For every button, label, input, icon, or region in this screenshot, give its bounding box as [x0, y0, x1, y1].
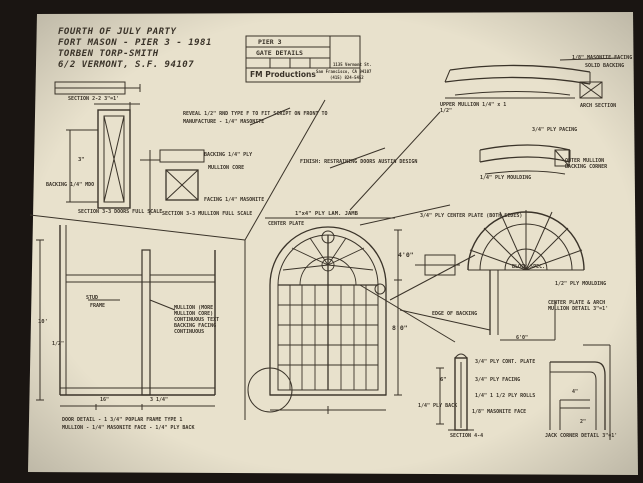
label-finish-note: FINISH: RESTRAINING DOORS AUSTIN DESIGN	[300, 159, 418, 165]
label-backing-ply: BACKING 1/4" PLY	[204, 152, 253, 158]
label-ply-facing: 3/4" PLY FACING	[475, 377, 521, 383]
label-half-ply: 1/2" PLY MOULDING	[555, 281, 607, 287]
center-plate-sunburst	[415, 210, 585, 341]
label-block-spec: BLOCK SPEC.	[512, 264, 546, 270]
label-section-mullion: SECTION 3-3 MULLION FULL SCALE	[162, 211, 253, 217]
section-4-4-detail	[436, 353, 474, 431]
label-stud: STUD	[86, 295, 99, 301]
label-dim-4: 4"	[572, 389, 579, 395]
label-backing: BACKING 1/4" MDO	[46, 182, 95, 188]
arch-section-detail	[444, 57, 621, 99]
corner-detail	[549, 344, 611, 440]
label-arch-section: ARCH SECTION	[580, 103, 617, 109]
label-mullion-core: MULLION CORE	[208, 165, 245, 171]
label-masonite-note-2: MANUFACTURE - 1/4" MASONITE	[183, 119, 265, 125]
detail-callout-circle	[247, 367, 293, 413]
mullion-section-detail	[165, 169, 199, 201]
label-door-detail-2: MULLION - 1/4" MASONITE FACE - 1/4" PLY …	[62, 425, 195, 431]
label-dim-2: 2"	[580, 419, 587, 425]
label-ply-back: 1/4" PLY BACK	[418, 403, 458, 409]
title-block-address-2: San Francisco, CA 94107	[316, 69, 372, 74]
label-dim-4-0: 4'0"	[398, 251, 414, 259]
title-block	[245, 35, 361, 83]
label-pacing: 3/4" PLY PACING	[532, 127, 578, 133]
label-section-2-2: SECTION 2-2 3"=1'	[68, 96, 120, 102]
label-masonite-note: REVEAL 1/2" RND TYPE F TO FIT SCRIPT ON …	[183, 111, 328, 117]
title-block-drawing: GATE DETAILS	[256, 49, 303, 57]
label-dim-16: 16"	[100, 397, 110, 403]
label-center-plate: CENTER PLATE	[268, 221, 305, 227]
label-edge-backing: EDGE OF BACKING	[432, 311, 478, 317]
label-mullion-note: MULLION (MORE MULLION CORE) CONTINUOUS T…	[174, 305, 220, 335]
header-line-1: FOURTH OF JULY PARTY	[58, 27, 177, 37]
title-block-address-1: 1135 Vermont St.	[333, 62, 372, 67]
label-section-4-4: SECTION 4-4	[450, 433, 484, 439]
label-center-plate-arch: CENTER PLATE & ARCH MULLION DETAIL 3"=1'	[548, 300, 609, 312]
label-dim-60: 6'0"	[516, 335, 529, 341]
label-facing-masonite: FACING 1/4" MASONITE	[204, 197, 265, 203]
label-outer-mullion: OUTER MULLION BACKING CORNER	[565, 158, 608, 170]
label-dim-10: 10'	[38, 319, 48, 325]
label-dim-half: 1/2"	[52, 341, 65, 347]
label-solid-backing: SOLID BACKING	[585, 63, 625, 69]
arched-door-elevation	[269, 226, 387, 396]
label-door-detail: DOOR DETAIL - 1 3/4" POPLAR FRAME TYPE 1	[62, 417, 183, 423]
title-block-phone: (415) 824-5452	[330, 75, 364, 80]
label-corner-detail: JACK CORNER DETAIL 3"=1'	[545, 433, 618, 439]
label-dim-6: 6"	[440, 377, 447, 383]
label-dim-8-0: 8'0"	[392, 324, 408, 332]
title-block-job: PIER 3	[258, 38, 282, 46]
door-frame-elevation	[36, 225, 216, 410]
label-section-frame: SECTION 3-3 DOORS FULL SCALE	[78, 209, 163, 215]
label-frame-title: 1"x4" PLY LAM. JAMB	[295, 211, 358, 217]
label-frame: FRAME	[90, 303, 106, 309]
label-masonite-face: 1/8" MASONITE FACE	[472, 409, 527, 415]
label-ply-center-plate: 3/4" PLY CENTER PLATE (BOTH SIDES)	[420, 213, 523, 219]
label-thin-ply: 1/4" 1 1/2 PLY ROLLS	[475, 393, 536, 399]
header-line-3: TORBEN TORP-SMITH	[58, 49, 159, 59]
label-dim-34: 3 1/4"	[150, 397, 169, 403]
label-cont-plate: 3/4" PLY CONT. PLATE	[475, 359, 536, 365]
header-line-4: 6/2 VERMONT, S.F. 94107	[58, 60, 195, 70]
arched-door-grid	[278, 237, 378, 390]
label-ply-moulding: 1/4" PLY MOULDING	[480, 175, 532, 181]
label-dim-3: 3"	[78, 157, 85, 163]
frame-section-detail	[97, 109, 131, 209]
label-masonite-facing: 1/8" MASONITE FACING	[572, 55, 633, 61]
title-block-company: FM Productions	[250, 70, 316, 79]
mullion-plan-detail	[479, 144, 571, 175]
header-line-2: FORT MASON - PIER 3 - 1981	[58, 38, 212, 48]
label-upper-mullion: UPPER MULLION 1/4" x 1 1/2"	[440, 102, 507, 114]
